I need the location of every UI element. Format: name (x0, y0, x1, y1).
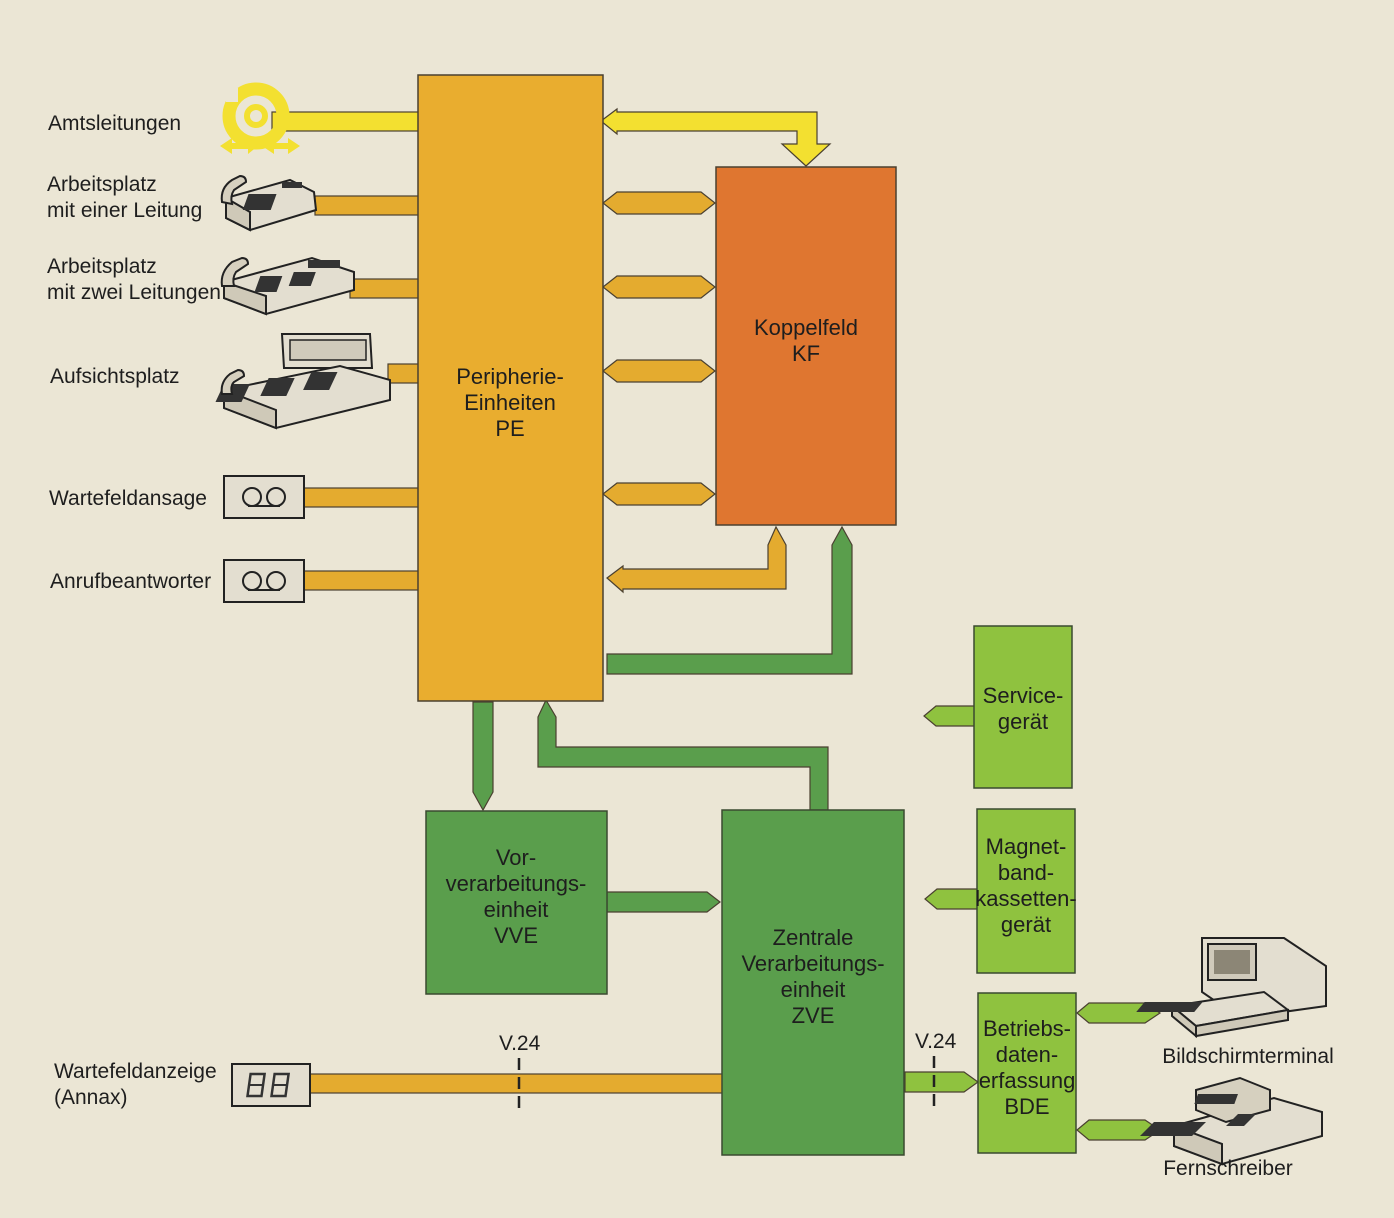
box-peripherie: Peripherie- Einheiten PE (418, 75, 603, 701)
pe-kf-arrow-2 (603, 276, 715, 298)
pe-vve-link (473, 702, 493, 810)
box-service: Service- gerät (974, 626, 1072, 788)
vve-label-2: verarbeitungs- (446, 871, 587, 896)
magnet-label-2: band- (998, 860, 1054, 885)
label-fernschreiber: Fernschreiber (1163, 1157, 1293, 1180)
box-koppelfeld: Koppelfeld KF (716, 167, 896, 525)
zve-bde-link (905, 1072, 978, 1092)
service-label-1: Service- (983, 683, 1064, 708)
pe-label-3: PE (495, 416, 524, 441)
zve-label-4: ZVE (792, 1003, 835, 1028)
zve-label-3: einheit (781, 977, 846, 1002)
label-arbeitsplatz-2-line1: Arbeitsplatz (47, 255, 157, 278)
amt-line (272, 112, 420, 131)
box-zve: Zentrale Verarbeitungs- einheit ZVE (722, 810, 904, 1155)
zve-label-1: Zentrale (773, 925, 854, 950)
label-anrufbeantworter: Anrufbeantworter (50, 570, 211, 593)
bde-label-4: BDE (1004, 1094, 1049, 1119)
box-bde: Betriebs- daten- erfassung BDE (978, 993, 1076, 1153)
magnet-link (925, 889, 978, 909)
vve-label-3: einheit (484, 897, 549, 922)
pe-label-1: Peripherie- (456, 364, 564, 389)
kf-label-1: Koppelfeld (754, 315, 858, 340)
arbeitsplatz1-line (315, 196, 420, 215)
anrufbeantworter-line (304, 571, 420, 590)
v24-left-label: V.24 (499, 1032, 541, 1055)
bde-label-1: Betriebs- (983, 1016, 1071, 1041)
wartefeldanzeige-line (309, 1074, 723, 1093)
pe-label-2: Einheiten (464, 390, 556, 415)
kf-label-2: KF (792, 341, 820, 366)
tape-cassette-icon (224, 560, 304, 602)
v24-right-label: V.24 (915, 1030, 957, 1053)
label-wartefeldanzeige-line2: (Annax) (54, 1086, 128, 1109)
label-arbeitsplatz-1-line1: Arbeitsplatz (47, 173, 157, 196)
tape-cassette-icon (224, 476, 304, 518)
pe-kf-arrow-4 (603, 483, 715, 505)
magnet-label-1: Magnet- (986, 834, 1067, 859)
label-wartefeldanzeige-line1: Wartefeldanzeige (54, 1060, 217, 1083)
bde-label-2: daten- (996, 1042, 1058, 1067)
service-link (924, 706, 975, 726)
pe-kf-arrow-3 (603, 360, 715, 382)
box-vve: Vor- verarbeitungs- einheit VVE (426, 811, 607, 994)
box-magnet: Magnet- band- kassetten- gerät (975, 809, 1077, 973)
bde-label-3: erfassung (979, 1068, 1076, 1093)
vve-label-1: Vor- (496, 845, 536, 870)
service-label-2: gerät (998, 709, 1048, 734)
digit-display-icon (232, 1064, 310, 1106)
magnet-label-3: kassetten- (975, 886, 1077, 911)
zve-label-2: Verarbeitungs- (741, 951, 884, 976)
label-wartefeldansage: Wartefeldansage (49, 487, 207, 510)
wartefeldansage-line (304, 488, 420, 507)
vve-label-4: VVE (494, 923, 538, 948)
aufsichtsplatz-line (388, 364, 420, 383)
pe-kf-arrow-1 (603, 192, 715, 214)
vve-zve-link (607, 892, 720, 912)
label-bildschirmterminal: Bildschirmterminal (1162, 1045, 1334, 1068)
label-amtsleitungen: Amtsleitungen (48, 112, 181, 135)
arbeitsplatz2-line (350, 279, 420, 298)
label-aufsichtsplatz: Aufsichtsplatz (50, 365, 180, 388)
label-arbeitsplatz-2-line2: mit zwei Leitungen (47, 281, 221, 304)
label-arbeitsplatz-1-line2: mit einer Leitung (47, 199, 202, 222)
magnet-label-4: gerät (1001, 912, 1051, 937)
